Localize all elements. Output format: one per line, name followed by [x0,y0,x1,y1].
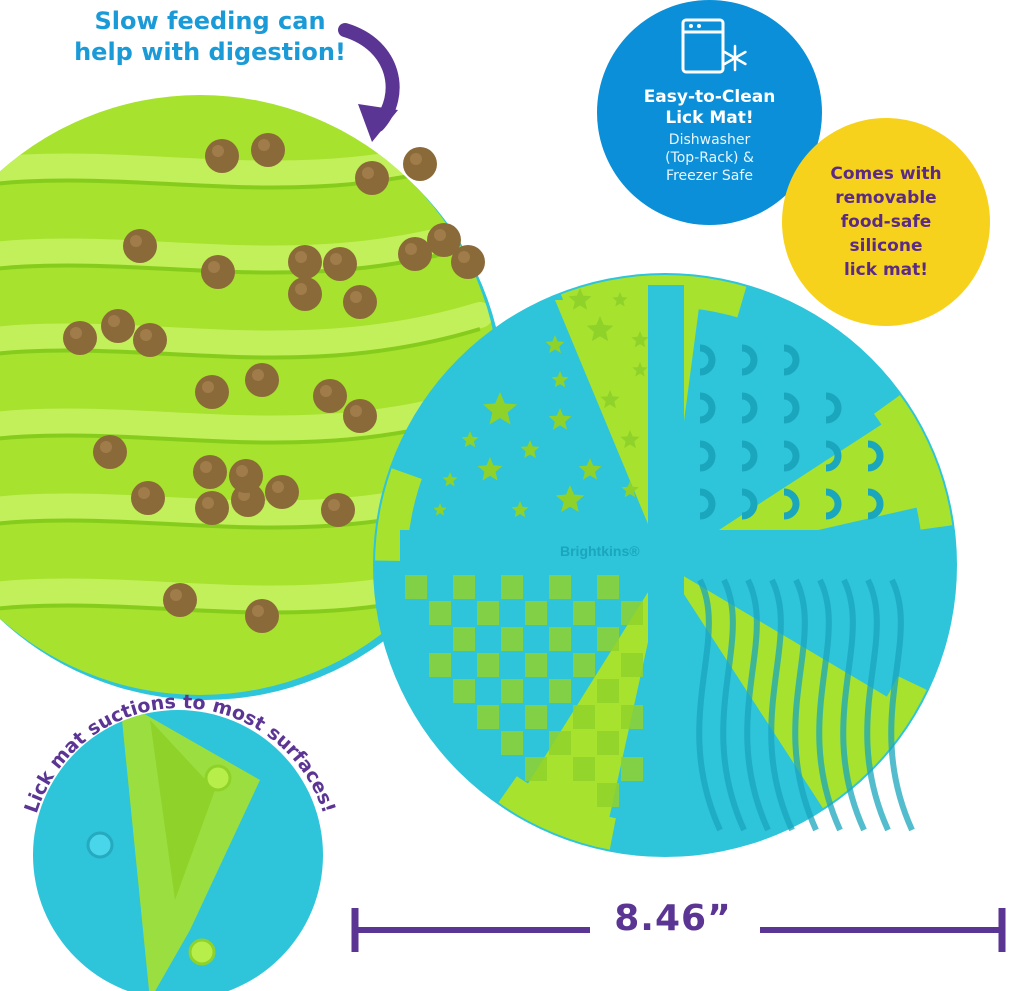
suction-inset [33,710,323,991]
slow-feeding-callout: Slow feeding can help with digestion! [74,7,346,66]
curved-arrow-icon [338,23,400,142]
removable-mat-badge: Comes with removable food-safe silicone … [782,118,990,326]
dimension-bar [351,908,1006,952]
easy-clean-badge: Easy-to-Clean Lick Mat! Dishwasher (Top-… [597,0,822,225]
dishwasher-icon [681,18,725,74]
suction-cup-icon [86,764,232,966]
mat-brand: Brightkins® [560,543,640,559]
snowflake-icon [723,44,747,72]
dimension-label: 8.46” [614,898,732,939]
